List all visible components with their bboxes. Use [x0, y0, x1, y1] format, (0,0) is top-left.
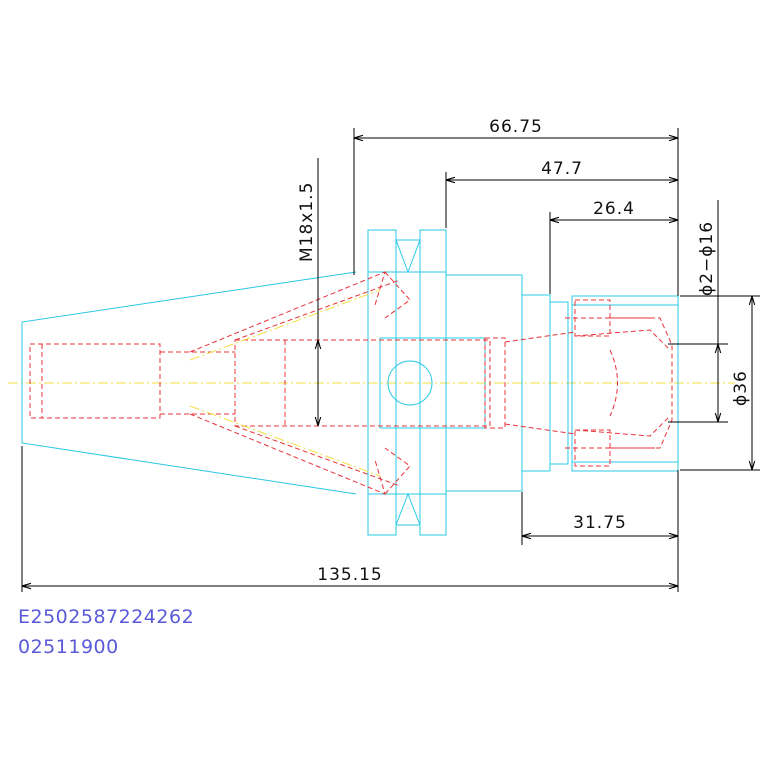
- dim-47-7: 47.7: [541, 159, 583, 179]
- dim-135-15: 135.15: [317, 565, 382, 585]
- hidden-lines: [29, 271, 673, 495]
- dim-26-4: 26.4: [593, 199, 635, 219]
- clamping-nut: [571, 295, 679, 472]
- v-groove-top: [395, 239, 421, 274]
- flange-left: [367, 229, 397, 536]
- dim-nut-diameter: ϕ36: [731, 370, 751, 406]
- dim-31-75: 31.75: [573, 513, 627, 533]
- taper-shank: [21, 271, 357, 495]
- part-number: 02511900: [18, 636, 119, 658]
- dim-66-75: 66.75: [489, 117, 543, 137]
- tool-holder-outline: [21, 229, 679, 536]
- v-groove-bottom: [395, 492, 421, 526]
- dim-thread: M18x1.5: [297, 182, 317, 262]
- taper-chain-lines: [189, 289, 381, 477]
- cross-hole: [387, 360, 433, 406]
- dimension-lines: 66.75 47.7 26.4 M18x1.5 ϕ2−ϕ16 ϕ36 31.75: [21, 117, 760, 592]
- part-code: E2502587224262: [18, 606, 194, 628]
- dim-clamp-range: ϕ2−ϕ16: [697, 221, 717, 296]
